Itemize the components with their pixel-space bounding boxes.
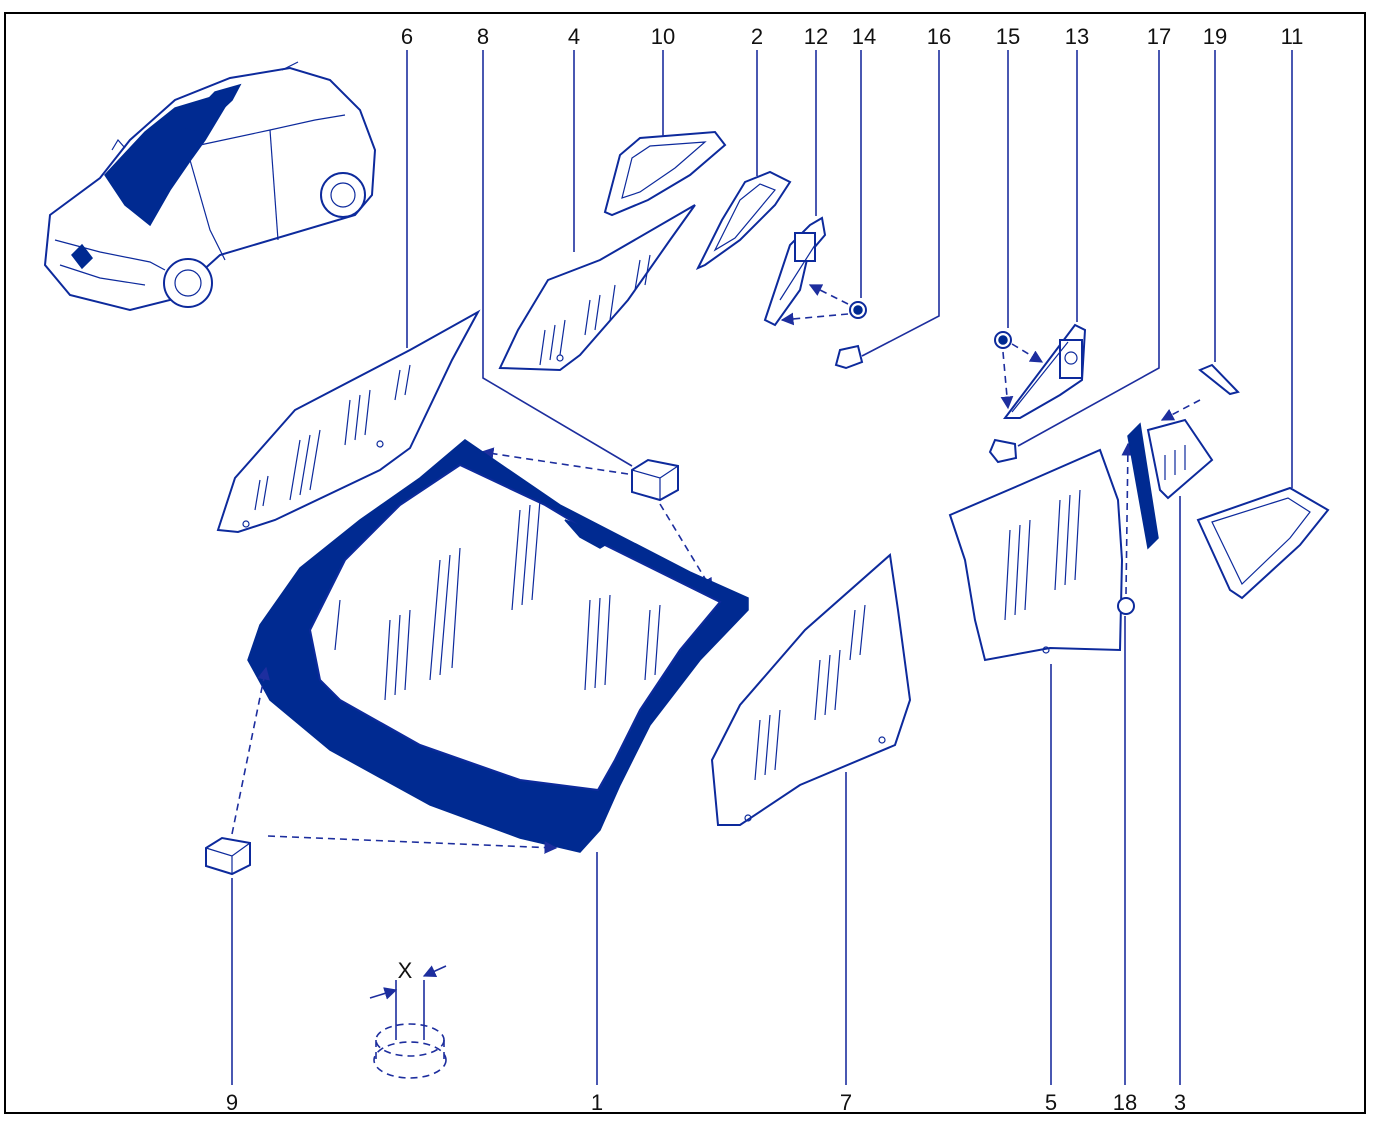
- callout-18: 18: [1113, 1090, 1137, 1115]
- diagram-frame: [4, 12, 1366, 1114]
- part-11-quarter-frame: [1196, 486, 1330, 600]
- part-2-quarter-glass: [695, 170, 792, 270]
- part-18-screw: [1117, 422, 1159, 615]
- callout-6: 6: [401, 24, 413, 49]
- callout-17: 17: [1147, 24, 1171, 49]
- dimension-detail: X: [369, 958, 447, 1079]
- callout-4: 4: [568, 24, 580, 49]
- part-13-rear-regulator: [1002, 323, 1087, 419]
- part-5-rear-door-glass: [948, 448, 1124, 662]
- part-17-clip: [988, 438, 1018, 464]
- vehicle-thumbnail: [43, 61, 377, 312]
- callout-14: 14: [852, 24, 876, 49]
- callout-12: 12: [804, 24, 828, 49]
- part-number-labels: 6 8 4 10 2 12 14 16 15 13 17 19 11 9 1 7…: [226, 24, 1304, 1115]
- dimension-label: X: [398, 958, 413, 983]
- callout-15: 15: [996, 24, 1020, 49]
- callout-9: 9: [226, 1090, 238, 1115]
- part-6-door-glass: [216, 309, 481, 534]
- part-1-windscreen: [247, 439, 749, 853]
- callout-8: 8: [477, 24, 489, 49]
- part-12-window-regulator: [763, 216, 827, 327]
- part-3-rear-quarter-glass: [1146, 418, 1214, 500]
- callout-5: 5: [1045, 1090, 1057, 1115]
- callout-3: 3: [1174, 1090, 1186, 1115]
- part-15-nut: [994, 331, 1044, 410]
- part-4-door-glass: [498, 204, 696, 372]
- part-10-quarter-seal: [603, 130, 727, 217]
- callout-10: 10: [651, 24, 675, 49]
- callout-7: 7: [840, 1090, 852, 1115]
- part-19-rivet: [1160, 363, 1240, 421]
- callout-19: 19: [1203, 24, 1227, 49]
- part-16-clip: [834, 344, 864, 370]
- callout-11: 11: [1281, 24, 1304, 49]
- leader-lines: [231, 50, 1293, 1085]
- callout-13: 13: [1065, 24, 1089, 49]
- callout-2: 2: [751, 24, 763, 49]
- callout-16: 16: [927, 24, 951, 49]
- callout-1: 1: [591, 1090, 603, 1115]
- part-7-front-door-glass: [710, 553, 912, 826]
- part-9-foam-block: [205, 666, 558, 876]
- part-8-foam-block: [480, 447, 713, 592]
- part-14-nut: [780, 284, 867, 326]
